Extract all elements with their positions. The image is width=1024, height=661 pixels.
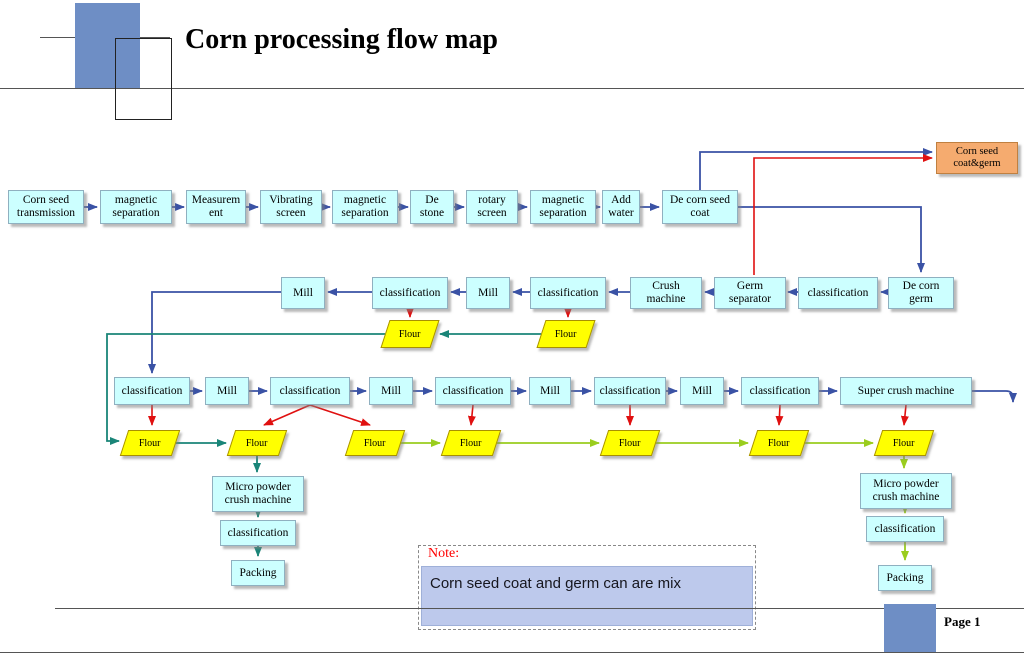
node-crush-machine: Crush machine [630, 277, 702, 309]
node-magnetic-separation: magnetic separation [530, 190, 596, 224]
node-germ-separator: Germ separator [714, 277, 786, 309]
node-de-stone: De stone [410, 190, 454, 224]
node-corn-seed-coat-germ: Corn seed coat&germ [936, 142, 1018, 174]
flour-node: Flour [226, 430, 288, 456]
node-classification: classification [594, 377, 666, 405]
node-de-corn-germ: De corn germ [888, 277, 954, 309]
node-mill: Mill [369, 377, 413, 405]
node-de-corn-seed-coat: De corn seed coat [662, 190, 738, 224]
arrows-teal [106, 330, 541, 557]
node-super-crush-machine: Super crush machine [840, 377, 972, 405]
page-number: Page 1 [944, 614, 981, 629]
node-magnetic-separation: magnetic separation [332, 190, 398, 224]
flour-label: Flour [399, 328, 421, 340]
footer-line-bottom [0, 652, 1024, 653]
flour-label: Flour [893, 437, 915, 449]
node-rotary-screen: rotary screen [466, 190, 518, 224]
node-mill: Mill [205, 377, 249, 405]
node-micro-powder-crush-machine: Micro powder crush machine [860, 473, 952, 509]
node-classification: classification [270, 377, 350, 405]
node-mill: Mill [529, 377, 571, 405]
note-label: Note: [428, 546, 460, 561]
node-classification: classification [220, 520, 296, 546]
node-measurement: Measurem ent [186, 190, 246, 224]
logo-outline [115, 38, 172, 120]
flour-node: Flour [748, 430, 810, 456]
flour-node: Flour [536, 320, 596, 348]
node-packing: Packing [231, 560, 285, 586]
flour-node: Flour [873, 430, 935, 456]
flour-node: Flour [599, 430, 661, 456]
flour-node: Flour [440, 430, 502, 456]
node-vibrating-screen: Vibrating screen [260, 190, 322, 224]
node-micro-powder-crush-machine: Micro powder crush machine [212, 476, 304, 512]
note-text: Corn seed coat and germ can are mix [421, 566, 753, 626]
node-magnetic-separation: magnetic separation [100, 190, 172, 224]
flour-node: Flour [344, 430, 406, 456]
header-line-full [0, 88, 1024, 89]
logo-square [75, 3, 140, 88]
node-classification: classification [530, 277, 606, 309]
node-classification: classification [741, 377, 819, 405]
node-mill: Mill [680, 377, 724, 405]
flour-label: Flour [139, 437, 161, 449]
node-classification: classification [372, 277, 448, 309]
flour-node: Flour [380, 320, 440, 348]
node-classification: classification [435, 377, 511, 405]
footer-square [884, 604, 936, 652]
footer-line-top [55, 608, 1024, 609]
arrows-green [401, 439, 909, 561]
flour-label: Flour [619, 437, 641, 449]
arrows-blue [84, 148, 1017, 403]
node-corn-seed-transmission: Corn seed transmission [8, 190, 84, 224]
flour-label: Flour [364, 437, 386, 449]
flour-label: Flour [246, 437, 268, 449]
flour-node: Flour [119, 430, 181, 456]
node-classification: classification [798, 277, 878, 309]
node-classification: classification [114, 377, 190, 405]
node-classification: classification [866, 516, 944, 542]
note-border [418, 545, 756, 630]
flour-label: Flour [768, 437, 790, 449]
node-add-water: Add water [602, 190, 640, 224]
node-mill: Mill [466, 277, 510, 309]
node-packing: Packing [878, 565, 932, 591]
flour-label: Flour [555, 328, 577, 340]
node-mill: Mill [281, 277, 325, 309]
arrows-red [148, 154, 933, 426]
flour-label: Flour [460, 437, 482, 449]
page-title: Corn processing flow map [185, 24, 498, 55]
